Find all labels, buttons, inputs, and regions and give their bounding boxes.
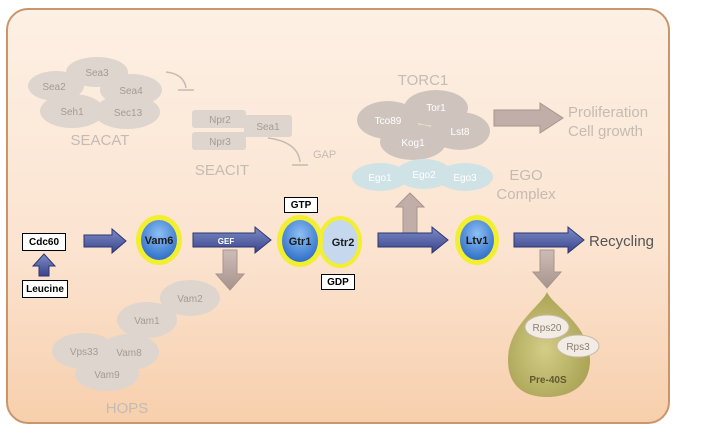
torc1-complex: TORC1 Tor1 Tco89 Lst8 Kog1 bbox=[357, 72, 490, 160]
seacat-sea2: Sea2 bbox=[42, 82, 66, 93]
seacit-npr3: Npr3 bbox=[209, 137, 231, 148]
gef-label: GEF bbox=[218, 237, 235, 246]
gtr1-label: Gtr1 bbox=[289, 236, 312, 248]
torc1-tco89: Tco89 bbox=[375, 116, 402, 127]
seacit-label: SEACIT bbox=[195, 162, 249, 179]
hops-complex: Vam2 Vam1 Vps33 Vam8 Vam9 HOPS bbox=[52, 280, 220, 417]
outcome-cell-growth: Cell growth bbox=[568, 123, 643, 140]
pre40s-label: Pre-40S bbox=[529, 375, 567, 386]
torc1-tor1: Tor1 bbox=[426, 103, 446, 114]
seacat-label: SEACAT bbox=[71, 132, 130, 149]
gtr1-node: Gtr1 bbox=[277, 215, 323, 267]
cdc60-box: Cdc60 bbox=[22, 233, 66, 251]
arrow-gtr-to-ltv1 bbox=[377, 225, 449, 255]
seacat-complex: Sea3 Sea2 Sea4 Seh1 Sec13 SEACAT bbox=[28, 57, 162, 149]
arrow-ltv1-to-pre40s bbox=[531, 249, 563, 289]
gdp-box: GDP bbox=[321, 274, 355, 290]
seacat-sea3: Sea3 bbox=[85, 68, 109, 79]
ego-label-line1: EGO bbox=[509, 167, 542, 184]
hops-vam2: Vam2 bbox=[177, 294, 203, 305]
seacit-npr2: Npr2 bbox=[209, 115, 231, 126]
vam6-label: Vam6 bbox=[145, 235, 174, 247]
seacit-sea1: Sea1 bbox=[256, 122, 280, 133]
gtp-box: GTP bbox=[284, 197, 318, 213]
vam6-node: Vam6 bbox=[136, 215, 182, 265]
gap-inhibition-line bbox=[267, 137, 301, 163]
gtr2-label: Gtr2 bbox=[332, 237, 355, 249]
leucine-box: Leucine bbox=[22, 280, 68, 298]
ego-complex: Ego1 Ego2 Ego3 EGO Complex bbox=[352, 159, 556, 203]
ltv1-label: Ltv1 bbox=[466, 235, 489, 247]
arrow-ltv1-to-recycling bbox=[513, 225, 585, 255]
ltv1-node: Ltv1 bbox=[455, 215, 499, 265]
gtr2-node: Gtr2 bbox=[318, 216, 362, 268]
recycling-label: Recycling bbox=[589, 233, 654, 250]
gap-label: GAP bbox=[313, 149, 336, 161]
torc1-kog1: Kog1 bbox=[401, 138, 425, 149]
hops-vam1: Vam1 bbox=[134, 316, 160, 327]
arrow-pathway-to-ego bbox=[394, 192, 426, 234]
ego-ego3: Ego3 bbox=[453, 173, 477, 184]
ego-label-line2: Complex bbox=[496, 186, 556, 203]
torc1-label: TORC1 bbox=[398, 72, 449, 89]
arrow-cdc60-to-vam6 bbox=[83, 227, 127, 255]
seacat-inhibition-line bbox=[165, 71, 187, 89]
arrow-vam6-to-gtr bbox=[192, 225, 272, 255]
pre40s-droplet: Rps20 Rps3 Pre-40S bbox=[508, 292, 600, 397]
pre40s-rps3: Rps3 bbox=[566, 342, 590, 353]
outcome-proliferation: Proliferation bbox=[568, 104, 648, 121]
seacit-complex: Npr2 Npr3 Sea1 SEACIT bbox=[192, 110, 292, 179]
arrow-leucine-to-cdc60 bbox=[31, 253, 57, 277]
seacat-sec13: Sec13 bbox=[114, 108, 143, 119]
arrow-torc1-to-proliferation bbox=[493, 102, 564, 134]
hops-vps33: Vps33 bbox=[70, 347, 99, 358]
pre40s-rps20: Rps20 bbox=[533, 323, 562, 334]
hops-vam9: Vam9 bbox=[94, 370, 120, 381]
ego-ego1: Ego1 bbox=[368, 173, 392, 184]
torc1-lst8: Lst8 bbox=[451, 127, 470, 138]
ego-ego2: Ego2 bbox=[412, 170, 436, 181]
seacat-seh1: Seh1 bbox=[60, 107, 84, 118]
hops-vam8: Vam8 bbox=[116, 348, 142, 359]
arrow-vam6-to-hops bbox=[214, 249, 246, 291]
hops-label: HOPS bbox=[106, 400, 149, 417]
seacat-sea4: Sea4 bbox=[119, 86, 143, 97]
